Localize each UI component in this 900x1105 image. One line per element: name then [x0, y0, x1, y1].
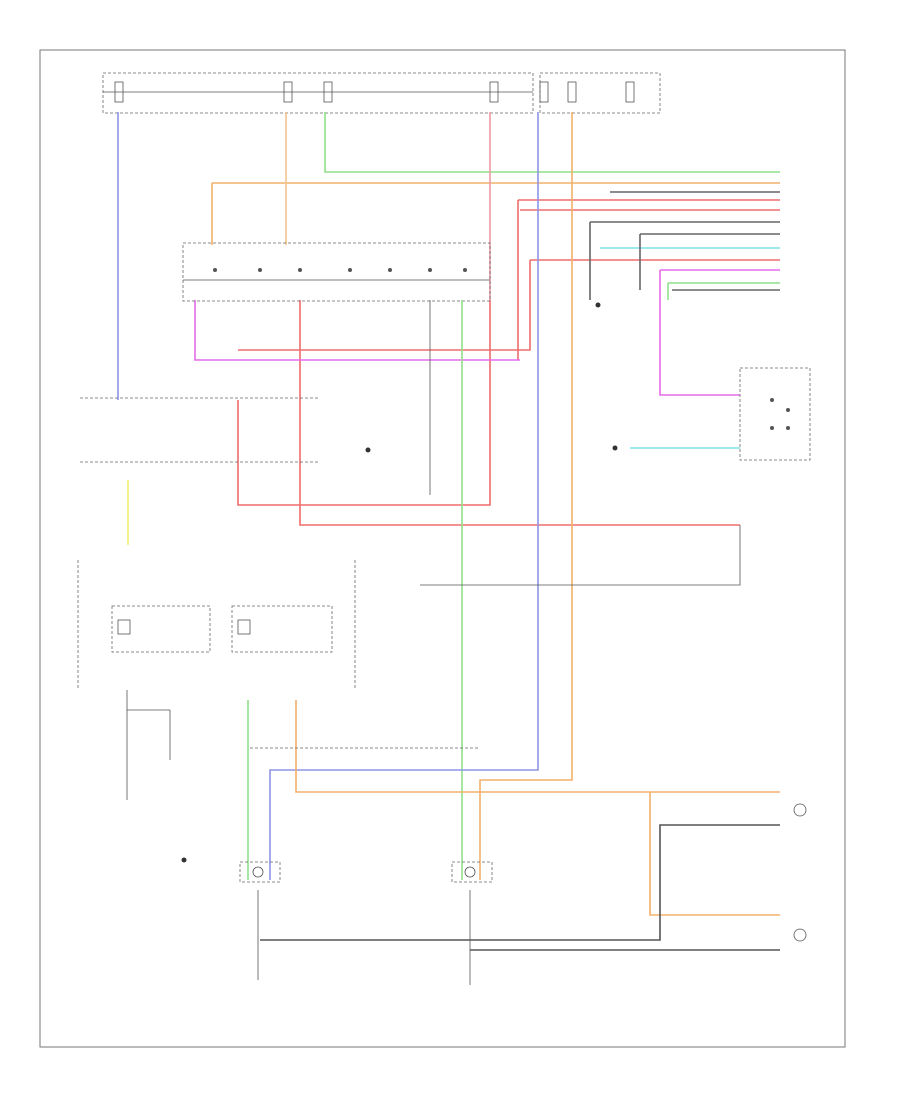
- wire-magenta-down: [659, 270, 740, 396]
- wire-orange-headlamp: [295, 700, 780, 793]
- wire-grey-return: [420, 525, 741, 586]
- ground-symbol: [181, 302, 618, 863]
- wire-magenta: [194, 300, 520, 361]
- relay-left: [111, 605, 211, 653]
- component-box-right: [739, 367, 811, 461]
- left-lower-component: [126, 690, 171, 800]
- wire-red-return: [238, 260, 531, 351]
- fuse-symbols: [114, 81, 635, 103]
- right-headlamp: [451, 861, 493, 883]
- connector-circle: [793, 803, 807, 942]
- diagram-frame: [39, 49, 846, 1048]
- fuse-panel-right: [539, 72, 661, 114]
- left-headlamp: [239, 861, 281, 883]
- headlamp-switch: [182, 242, 491, 302]
- wire-orange-right: [649, 792, 780, 916]
- relay-right: [231, 605, 333, 653]
- wire-orange-long: [479, 112, 573, 880]
- fuse-panel-left: [102, 72, 534, 114]
- wire-dark-ground-1: [260, 824, 780, 941]
- wire-red-long: [299, 300, 740, 526]
- wire-green-harness: [324, 112, 780, 173]
- wire-blue-long: [269, 112, 539, 880]
- wire-red-loop: [237, 300, 491, 506]
